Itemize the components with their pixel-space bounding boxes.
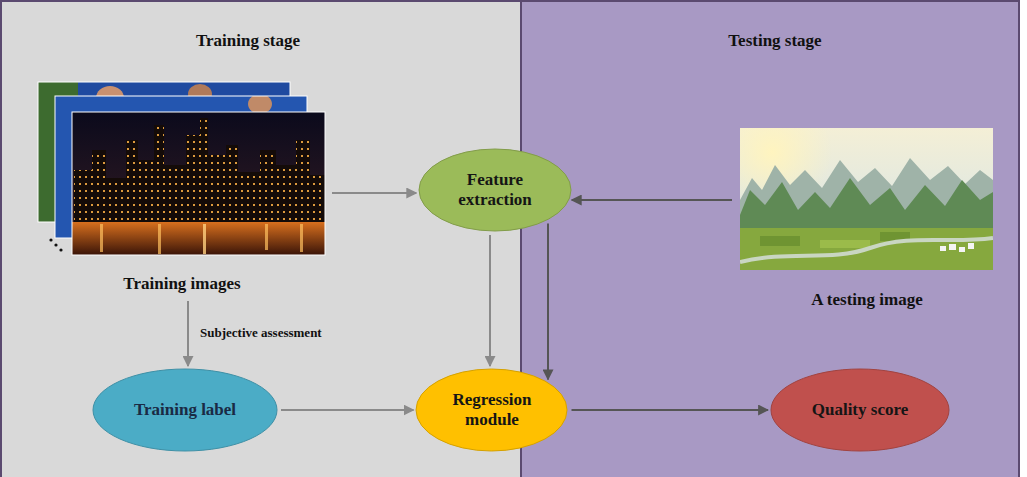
- process-label: Quality score: [812, 400, 908, 420]
- stack-dots: [54, 243, 57, 246]
- testing-panel-ground: [521, 0, 1020, 477]
- training-photo-city: [265, 224, 268, 250]
- process-label: Regression module: [437, 390, 547, 429]
- ellipse-outline: [416, 369, 567, 451]
- image-group: Training images: [36, 80, 328, 296]
- stage-heading: Testing stage: [728, 31, 821, 51]
- training-photo-city: [72, 112, 325, 255]
- training-photo-city: [72, 112, 325, 255]
- testing-photo-landscape: [760, 236, 800, 246]
- ellipse-outline: [93, 369, 277, 451]
- training-photo-middle: [248, 96, 272, 114]
- stack-dots: [49, 238, 52, 241]
- testing-photo-landscape: [712, 92, 993, 270]
- image-group: A testing image: [736, 126, 998, 312]
- stage-panel: A testing imageQuality score Testing stag…: [521, 0, 1020, 477]
- flow-arrow: [572, 199, 732, 201]
- process-label: Feature extraction: [440, 170, 550, 209]
- flow-arrow: [572, 409, 769, 411]
- testing-photo-landscape: [820, 240, 870, 248]
- training-photo-city: [100, 224, 103, 252]
- flow-arrow: [332, 192, 416, 194]
- flow-arrow: [489, 235, 491, 366]
- process-ellipse: Feature extraction: [418, 148, 572, 232]
- testing-photo-landscape: [959, 247, 965, 252]
- training-photo-city: [300, 224, 303, 252]
- flow-arrow: [547, 223, 549, 379]
- process-label: Training label: [134, 400, 236, 420]
- training-photo-city: [72, 112, 325, 255]
- testing-photo-landscape: [740, 128, 993, 270]
- testing-photo-landscape: [940, 246, 946, 251]
- stage-heading: Training stage: [196, 31, 300, 51]
- stack-dots: [59, 248, 62, 251]
- testing-photo-landscape: [949, 244, 956, 250]
- process-ellipse: Regression module: [415, 368, 568, 452]
- testing-photo-landscape: [968, 243, 974, 249]
- edge-label: Subjective assessment: [200, 326, 322, 341]
- testing-photo-landscape: [740, 228, 993, 270]
- process-ellipse: Quality score: [770, 368, 950, 452]
- training-photo-city: [74, 118, 325, 222]
- process-ellipse: Training label: [92, 368, 278, 452]
- ellipse-outline: [419, 149, 571, 231]
- training-photo-city: [158, 224, 161, 254]
- image-caption: A testing image: [811, 290, 922, 310]
- testing-photo-landscape: [740, 238, 993, 262]
- testing-photo-landscape: [740, 178, 993, 235]
- flow-arrow: [187, 301, 189, 366]
- training-photo-city: [72, 222, 325, 255]
- training-photo-city: [74, 118, 325, 222]
- training-photo-city: [203, 224, 206, 254]
- image-caption: Training images: [123, 274, 240, 294]
- flow-arrow: [281, 409, 413, 411]
- ellipse-outline: [771, 369, 949, 451]
- training-photo-city: [72, 112, 325, 255]
- stack-dots: [49, 238, 62, 251]
